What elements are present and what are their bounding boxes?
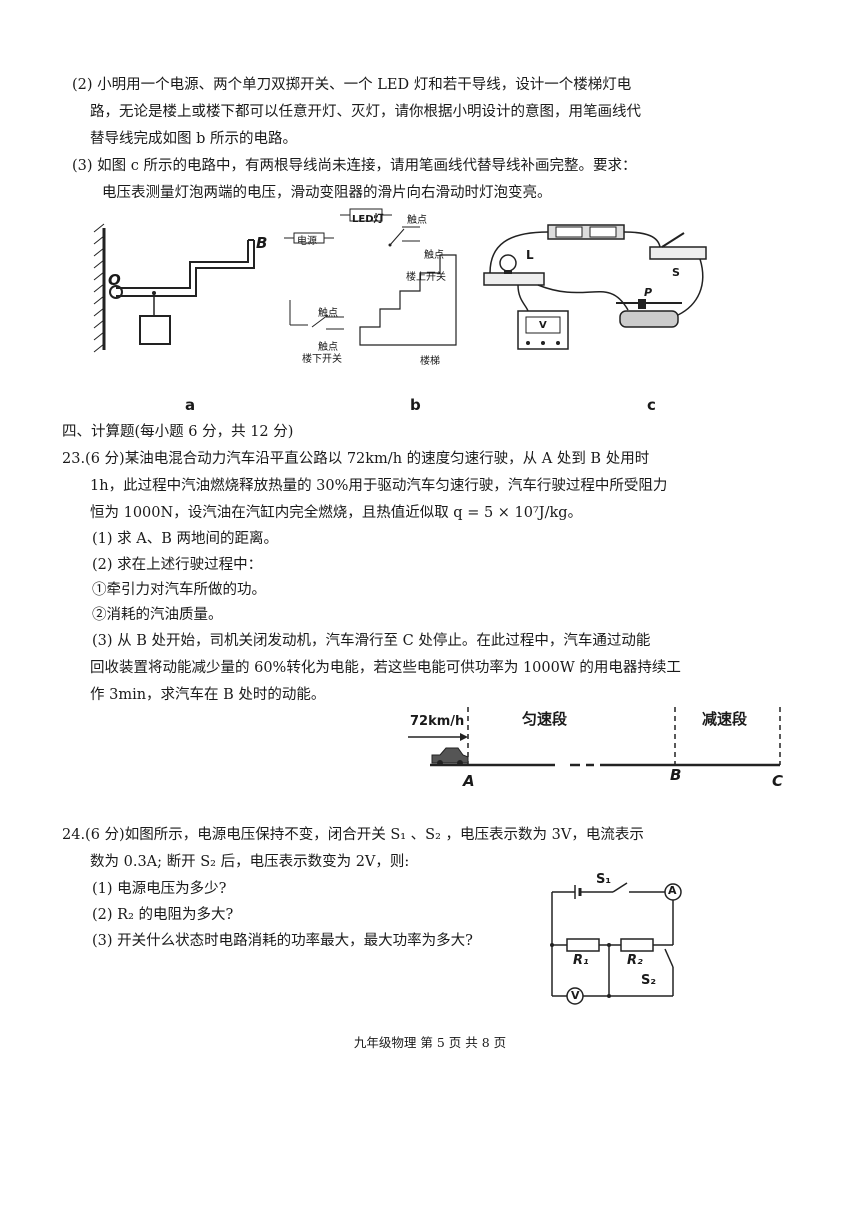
q23-sub2a: ①牵引力对汽车所做的功。 — [92, 582, 266, 598]
q23-sub2b: ②消耗的汽油质量。 — [92, 607, 223, 623]
q22-item2-line3: 替导线完成如图 b 所示的电路。 — [90, 131, 297, 147]
q23-sub3-line3: 作 3min，求汽车在 B 处时的动能。 — [90, 687, 326, 703]
figure-b-caption: b — [410, 396, 421, 414]
q24-r2-label: R₂ — [627, 953, 643, 968]
q24-r1-label: R₁ — [573, 953, 589, 968]
q24-voltmeter-label: V — [571, 989, 580, 1002]
q23-line1: 23.(6 分)某油电混合动力汽车沿平直公路以 72km/h 的速度匀速行驶，从… — [62, 451, 650, 467]
q22-item2-line1: (2) 小明用一个电源、两个单刀双掷开关、一个 LED 灯和若干导线，设计一个楼… — [72, 77, 632, 93]
b-upstairs-switch-label: 楼上开关 — [406, 272, 446, 283]
q23-sub3-line1: (3) 从 B 处开始，司机关闭发动机，汽车滑行至 C 处停止。在此过程中，汽车… — [92, 633, 651, 649]
q24-circuit-diagram — [550, 882, 682, 1005]
label-b: B — [256, 234, 268, 252]
figure-a-lever — [93, 223, 255, 353]
q23-line3: 恒为 1000N，设汽油在汽缸内完全燃烧，且热值近似取 q = 5 × 10⁷J… — [90, 505, 583, 521]
q22-item3-line2: 电压表测量灯泡两端的电压，滑动变阻器的滑片向右滑动时灯泡变亮。 — [102, 185, 552, 201]
q24-line2: 数为 0.3A; 断开 S₂ 后，电压表示数变为 2V，则: — [90, 854, 410, 870]
q24-ammeter-label: A — [668, 884, 677, 897]
b-led-label: LED灯 — [352, 214, 384, 225]
q23-uniform-label: 匀速段 — [522, 710, 568, 728]
b-contact-bottom2-label: 触点 — [318, 342, 338, 353]
label-o: O — [108, 271, 121, 289]
q23-motion-diagram — [408, 707, 781, 767]
section-4-title: 四、计算题(每小题 6 分，共 12 分) — [62, 424, 294, 440]
c-voltmeter-label: V — [539, 320, 547, 331]
figure-c-physical-circuit — [483, 224, 707, 350]
q23-point-b: B — [670, 766, 682, 784]
c-label-p: P — [644, 286, 653, 299]
c-label-s: S — [672, 266, 680, 279]
b-power-label: 电源 — [297, 236, 317, 247]
q24-line1: 24.(6 分)如图所示，电源电压保持不变，闭合开关 S₁ 、S₂ ，电压表示数… — [62, 827, 644, 843]
c-label-l: L — [526, 248, 534, 262]
q23-line2: 1h，此过程中汽油燃烧释放热量的 30%用于驱动汽车匀速行驶，汽车行驶过程中所受… — [90, 478, 668, 494]
figure-a-caption: a — [185, 396, 196, 414]
q23-sub2: (2) 求在上述行驶过程中： — [92, 557, 263, 573]
b-contact-bottom-label: 触点 — [318, 308, 338, 319]
q22-item2-line2: 路，无论是楼上或楼下都可以任意开灯、灭灯，请你根据小明设计的意图，用笔画线代 — [90, 104, 641, 120]
q23-speed-label: 72km/h — [410, 714, 465, 729]
q23-sub3-line2: 回收装置将动能减少量的 60%转化为电能，若这些电能可供功率为 1000W 的用… — [90, 660, 681, 676]
b-contact-top-label: 触点 — [407, 215, 427, 226]
q24-sub2: (2) R₂ 的电阻为多大? — [92, 907, 234, 923]
q24-sub1: (1) 电源电压为多少? — [92, 881, 227, 897]
q23-sub1: (1) 求 A、B 两地间的距离。 — [92, 531, 278, 547]
q23-decel-label: 减速段 — [702, 710, 748, 728]
figure-c-caption: c — [647, 396, 656, 414]
q24-sub3: (3) 开关什么状态时电路消耗的功率最大，最大功率为多大? — [92, 933, 473, 949]
q24-s2-label: S₂ — [641, 973, 657, 988]
b-stairs-label: 楼梯 — [420, 356, 440, 367]
b-contact-top2-label: 触点 — [424, 250, 444, 261]
q22-item3-line1: (3) 如图 c 所示的电路中，有两根导线尚未连接，请用笔画线代替导线补画完整。… — [72, 158, 637, 174]
figure-b-stair-circuit — [284, 208, 457, 346]
b-downstairs-switch-label: 楼下开关 — [302, 354, 342, 365]
q23-point-a: A — [463, 772, 475, 790]
q24-s1-label: S₁ — [596, 872, 612, 887]
q23-point-c: C — [772, 772, 784, 790]
page-footer: 九年级物理 第 5 页 共 8 页 — [353, 1035, 507, 1050]
